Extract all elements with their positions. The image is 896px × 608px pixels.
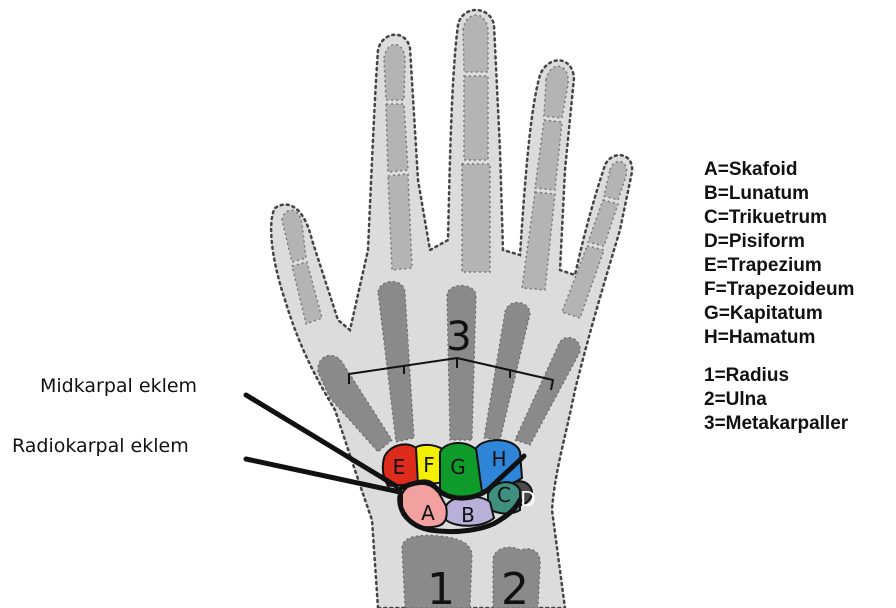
- legend-item-trikuetrum: C=Trikuetrum: [704, 206, 854, 230]
- radius-number-label: 1: [427, 564, 455, 608]
- label-H: H: [491, 447, 506, 471]
- legend-item-hamatum: H=Hamatum: [704, 326, 854, 350]
- midcarpal-joint-callout: Midkarpal eklem: [40, 375, 197, 397]
- metacarpals-number-label: 3: [446, 314, 471, 360]
- legend-item-trapezium: E=Trapezium: [704, 254, 854, 278]
- legend-item-metakarpaller: 3=Metakarpaller: [704, 412, 854, 436]
- label-D: D: [520, 487, 535, 511]
- legend-spacer: [704, 350, 854, 364]
- ulna-number-label: 2: [501, 564, 529, 608]
- middle-phalanx-middle: [464, 76, 488, 160]
- label-E: E: [393, 455, 406, 479]
- label-G: G: [450, 455, 466, 479]
- middle-phalanx-distal: [463, 15, 488, 72]
- index-phalanx-distal: [384, 45, 405, 101]
- label-B: B: [461, 503, 475, 527]
- legend-item-kapitatum: G=Kapitatum: [704, 302, 854, 326]
- index-phalanx-proximal: [388, 174, 412, 270]
- legend: A=Skafoid B=Lunatum C=Trikuetrum D=Pisif…: [704, 158, 854, 436]
- metacarpal-3: [447, 286, 476, 441]
- label-F: F: [423, 453, 435, 477]
- label-A: A: [421, 501, 435, 525]
- radiocarpal-joint-callout: Radiokarpal eklem: [12, 435, 189, 457]
- label-C: C: [497, 483, 511, 507]
- legend-item-skafoid: A=Skafoid: [704, 158, 854, 182]
- legend-item-lunatum: B=Lunatum: [704, 182, 854, 206]
- legend-item-ulna: 2=Ulna: [704, 388, 854, 412]
- legend-item-pisiform: D=Pisiform: [704, 230, 854, 254]
- legend-item-trapezoideum: F=Trapezoideum: [704, 278, 854, 302]
- middle-phalanx-proximal: [462, 164, 490, 272]
- legend-item-radius: 1=Radius: [704, 364, 854, 388]
